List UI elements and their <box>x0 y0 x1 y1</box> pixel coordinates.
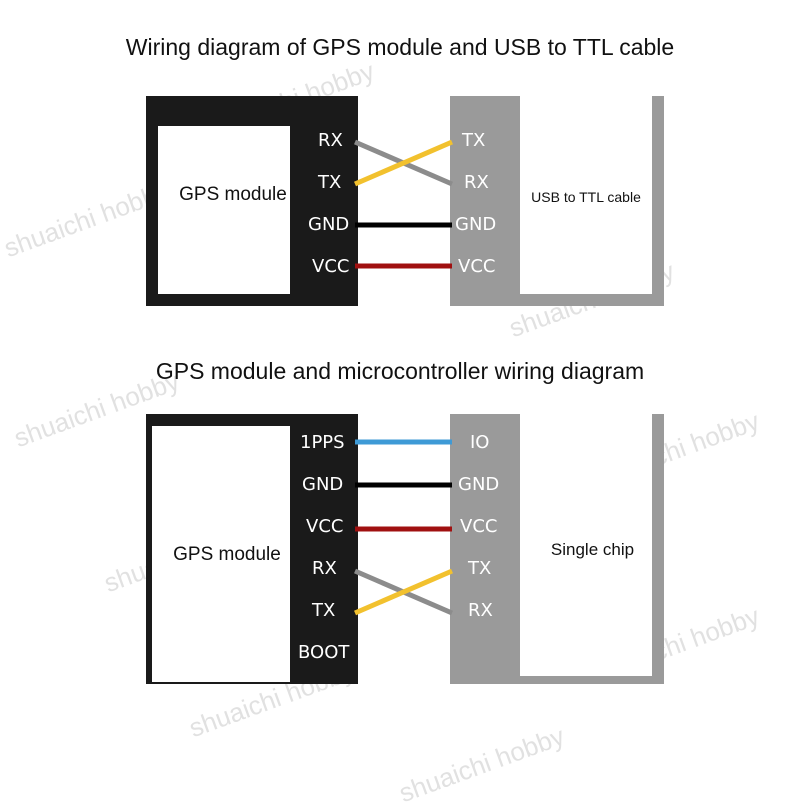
pin-rx: RX <box>312 558 337 579</box>
gps-module-label: GPS module <box>179 184 287 205</box>
pin-tx: TX <box>468 558 492 579</box>
pin-tx: TX <box>318 172 342 193</box>
pin-vcc: VCC <box>312 256 350 277</box>
pin-rx: RX <box>464 172 489 193</box>
pin-gnd: GND <box>455 214 497 235</box>
pin-vcc: VCC <box>458 256 496 277</box>
gps-module-block: GPS module 1PPS GND VCC RX TX BOOT <box>146 414 358 684</box>
pin-boot: BOOT <box>298 642 350 663</box>
wire-tx-to-tx <box>354 568 453 616</box>
pin-tx: TX <box>462 130 486 151</box>
gps-module-block: GPS module RX TX GND VCC <box>146 96 358 306</box>
pin-tx: TX <box>312 600 336 621</box>
wire-tx-to-tx <box>354 139 453 187</box>
diagram1-title: Wiring diagram of GPS module and USB to … <box>125 34 675 60</box>
single-chip-block: Single chip IO GND VCC TX RX <box>450 414 664 684</box>
pin-gnd: GND <box>302 474 344 495</box>
pin-io: IO <box>470 432 490 453</box>
pin-vcc: VCC <box>306 516 344 537</box>
usb-ttl-block: USB to TTL cable TX RX GND VCC <box>450 96 664 306</box>
pin-1pps: 1PPS <box>300 432 345 453</box>
usb-ttl-label: USB to TTL cable <box>531 189 641 205</box>
pin-rx: RX <box>468 600 493 621</box>
single-chip-label: Single chip <box>550 540 635 559</box>
pin-gnd: GND <box>458 474 500 495</box>
pin-rx: RX <box>318 130 343 151</box>
pin-vcc: VCC <box>460 516 498 537</box>
gps-module-label: GPS module <box>173 544 281 565</box>
diagram2-title: GPS module and microcontroller wiring di… <box>155 358 645 384</box>
pin-gnd: GND <box>308 214 350 235</box>
